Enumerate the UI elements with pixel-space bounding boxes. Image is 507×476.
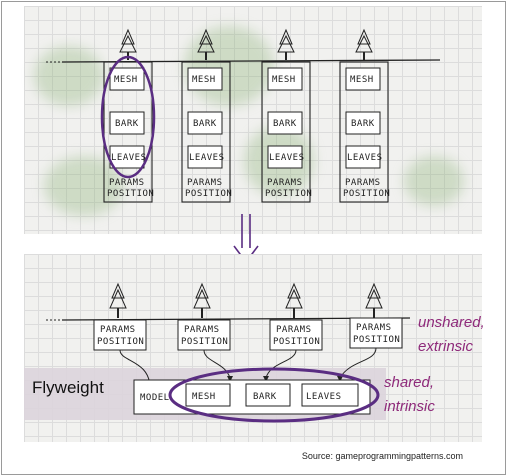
bark-box (187, 111, 223, 135)
mesh-label: MESH (350, 75, 374, 85)
bark-label: BARK (115, 119, 139, 129)
position-label: POSITION (265, 189, 312, 199)
bark-box (267, 111, 303, 135)
instance-position-label: POSITION (353, 335, 400, 345)
mesh-label: MESH (192, 392, 216, 402)
bark-box (245, 383, 291, 407)
params-label: PARAMS (345, 178, 381, 188)
params-label: PARAMS (267, 178, 303, 188)
bark-label: BARK (351, 119, 375, 129)
position-label: POSITION (343, 189, 390, 199)
instance-params-label: PARAMS (100, 325, 136, 335)
pine-tree-icon (365, 282, 383, 318)
model-label: MODEL (140, 393, 170, 403)
instance-params-label: PARAMS (184, 325, 220, 335)
leaves-box (345, 145, 381, 169)
position-label: POSITION (107, 189, 154, 199)
bark-box (109, 111, 145, 135)
leaves-label: LEAVES (306, 392, 342, 402)
reference-arrows (119, 347, 377, 389)
tree-group: MESH BARK LEAVES PARAMS POSITION (103, 28, 154, 203)
pine-tree-icon (285, 282, 303, 318)
leaves-box (267, 145, 303, 169)
tree-group: MESH BARK LEAVES PARAMS POSITION (339, 28, 390, 203)
leaves-label: LEAVES (347, 153, 383, 163)
pine-tree-icon (193, 282, 211, 318)
mesh-box (345, 67, 381, 91)
flyweight-label: Flyweight (32, 378, 104, 397)
extrinsic-label: extrinsic (418, 338, 474, 355)
mesh-box (185, 383, 231, 407)
mesh-label: MESH (114, 75, 138, 85)
mesh-box (267, 67, 303, 91)
mesh-box (187, 67, 223, 91)
top-panel (24, 6, 482, 234)
map-shade (34, 46, 104, 106)
source-credit: Source: gameprogrammingpatterns.com (301, 451, 463, 461)
bark-box (345, 111, 381, 135)
position-label: POSITION (185, 189, 232, 199)
bark-label: BARK (273, 119, 297, 129)
tree-object-box (181, 61, 231, 203)
leaves-box (301, 383, 359, 407)
instance-params-label: PARAMS (356, 323, 392, 333)
leaves-label: LEAVES (189, 153, 225, 163)
shared-parts-highlight (100, 55, 156, 179)
bark-label: BARK (253, 392, 277, 402)
params-label: PARAMS (109, 178, 145, 188)
pine-tree-icon (197, 28, 215, 60)
instance-box (93, 319, 147, 351)
tree-object-box (339, 61, 389, 203)
pine-tree-icon (109, 282, 127, 318)
instance-position-label: POSITION (97, 337, 144, 347)
pine-tree-icon (277, 28, 295, 60)
instance-box (269, 319, 323, 351)
leaves-label: LEAVES (269, 153, 305, 163)
instance-params-label: PARAMS (276, 325, 312, 335)
mesh-label: MESH (272, 75, 296, 85)
tree-group: MESH BARK LEAVES PARAMS POSITION (261, 28, 312, 203)
tree-object-box (261, 61, 311, 203)
shared-label: shared, (384, 374, 435, 391)
instance-position-label: POSITION (181, 337, 228, 347)
unshared-label: unshared, (418, 314, 485, 331)
bark-label: BARK (193, 119, 217, 129)
mesh-label: MESH (192, 75, 216, 85)
leaves-label: LEAVES (111, 153, 147, 163)
instance-box (349, 317, 403, 349)
pine-tree-icon (355, 28, 373, 60)
map-shade (184, 26, 274, 106)
map-shade (404, 156, 464, 206)
shared-parts-highlight (168, 367, 380, 423)
intrinsic-label: intrinsic (384, 398, 435, 415)
mesh-box (109, 67, 145, 91)
tree-group: MESH BARK LEAVES PARAMS POSITION (181, 28, 232, 203)
params-label: PARAMS (187, 178, 223, 188)
instance-position-label: POSITION (273, 337, 320, 347)
leaves-box (187, 145, 223, 169)
leaves-box (109, 145, 145, 169)
